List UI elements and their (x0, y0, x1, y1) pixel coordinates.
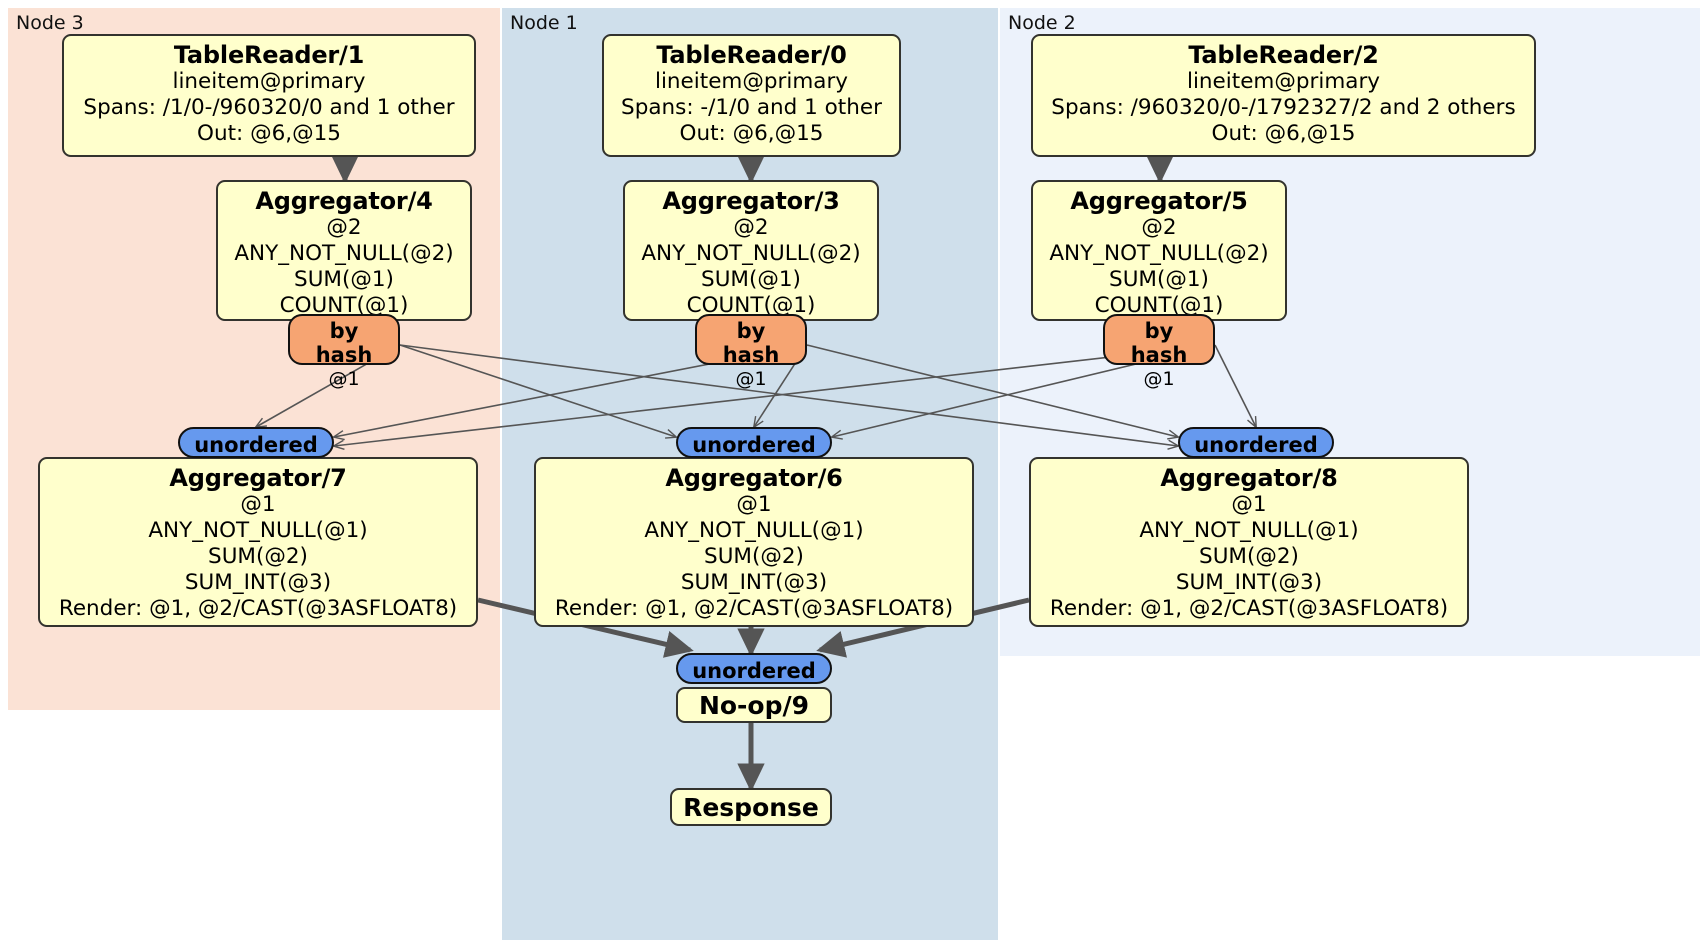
processor-detail-line: ANY_NOT_NULL(@1) (644, 518, 864, 544)
processor-title: TableReader/1 (173, 41, 365, 69)
processor-detail-line: Spans: /960320/0-/1792327/2 and 2 others (1051, 95, 1516, 121)
processor-detail-line: SUM(@2) (208, 543, 308, 569)
processor-detail-line: SUM(@2) (1199, 543, 1299, 569)
processor-detail-line: SUM(@1) (701, 266, 801, 292)
processor-title: Aggregator/3 (662, 187, 840, 215)
processor-title: Aggregator/8 (1160, 464, 1338, 492)
router-column: @1 (328, 367, 360, 390)
processor-detail-line: Out: @6,@15 (1211, 120, 1356, 146)
input-synchronizer-unordered-node3[interactable]: unordered (178, 427, 334, 458)
router-label: by hash (722, 319, 780, 368)
output-router-hash-node1[interactable]: by hash@1 (695, 314, 807, 390)
processor-detail-line: @1 (736, 492, 772, 518)
output-router-hash-node3[interactable]: by hash@1 (288, 314, 400, 390)
processor-detail-line: lineitem@primary (1186, 69, 1381, 95)
processor-detail-line: @2 (326, 215, 362, 241)
node-panel-label-node2: Node 2 (1008, 12, 1076, 34)
processor-box-response[interactable]: Response (670, 788, 832, 826)
processor-detail-line: @2 (733, 215, 769, 241)
processor-title: TableReader/2 (1188, 41, 1379, 69)
synchronizer-label: unordered (194, 433, 318, 457)
router-label: by hash (1130, 319, 1188, 368)
processor-detail-line: SUM_INT(@3) (1175, 569, 1323, 595)
processor-title: Aggregator/7 (169, 464, 347, 492)
processor-detail-line: ANY_NOT_NULL(@2) (641, 241, 861, 267)
processor-detail-line: @1 (240, 492, 276, 518)
processor-detail-line: COUNT(@1) (686, 292, 816, 318)
processor-detail-line: @1 (1231, 492, 1267, 518)
processor-detail-line: @2 (1141, 215, 1177, 241)
processor-title: Aggregator/6 (665, 464, 843, 492)
processor-detail-line: ANY_NOT_NULL(@2) (1049, 241, 1269, 267)
processor-box-noop9[interactable]: No-op/9 (676, 687, 832, 723)
processor-detail-line: COUNT(@1) (279, 292, 409, 318)
processor-title: No-op/9 (698, 690, 810, 720)
synchronizer-label: unordered (692, 433, 816, 457)
router-label: by hash (315, 319, 373, 368)
processor-title: Aggregator/5 (1070, 187, 1248, 215)
processor-detail-line: ANY_NOT_NULL(@2) (234, 241, 454, 267)
processor-detail-line: SUM(@2) (704, 543, 804, 569)
synchronizer-label: unordered (692, 659, 816, 683)
input-synchronizer-unordered-final[interactable]: unordered (676, 653, 832, 684)
processor-title: TableReader/0 (656, 41, 847, 69)
processor-detail-line: Render: @1, @2/CAST(@3ASFLOAT8) (1049, 595, 1449, 621)
router-column: @1 (1143, 367, 1175, 390)
input-synchronizer-unordered-node1[interactable]: unordered (676, 427, 832, 458)
input-synchronizer-unordered-node2[interactable]: unordered (1178, 427, 1334, 458)
processor-title: Response (683, 792, 819, 822)
processor-detail-line: Render: @1, @2/CAST(@3ASFLOAT8) (58, 595, 458, 621)
processor-detail-line: Spans: /1/0-/960320/0 and 1 other (83, 95, 455, 121)
processor-detail-line: COUNT(@1) (1094, 292, 1224, 318)
processor-detail-line: ANY_NOT_NULL(@1) (148, 518, 368, 544)
synchronizer-label: unordered (1194, 433, 1318, 457)
processor-detail-line: lineitem@primary (172, 69, 366, 95)
node-panel-label-node3: Node 3 (16, 12, 84, 34)
processor-detail-line: SUM_INT(@3) (184, 569, 332, 595)
node-panel-label-node1: Node 1 (510, 12, 578, 34)
processor-detail-line: Out: @6,@15 (197, 120, 341, 146)
output-router-hash-node2[interactable]: by hash@1 (1103, 314, 1215, 390)
processor-detail-line: SUM(@1) (294, 266, 394, 292)
processor-detail-line: lineitem@primary (654, 69, 849, 95)
processor-detail-line: SUM(@1) (1109, 266, 1209, 292)
processor-title: Aggregator/4 (255, 187, 433, 215)
processor-detail-line: SUM_INT(@3) (680, 569, 828, 595)
processor-detail-line: Spans: -/1/0 and 1 other (621, 95, 882, 121)
router-column: @1 (735, 367, 767, 390)
processor-detail-line: ANY_NOT_NULL(@1) (1139, 518, 1359, 544)
processor-detail-line: Out: @6,@15 (679, 120, 824, 146)
processor-detail-line: Render: @1, @2/CAST(@3ASFLOAT8) (554, 595, 954, 621)
